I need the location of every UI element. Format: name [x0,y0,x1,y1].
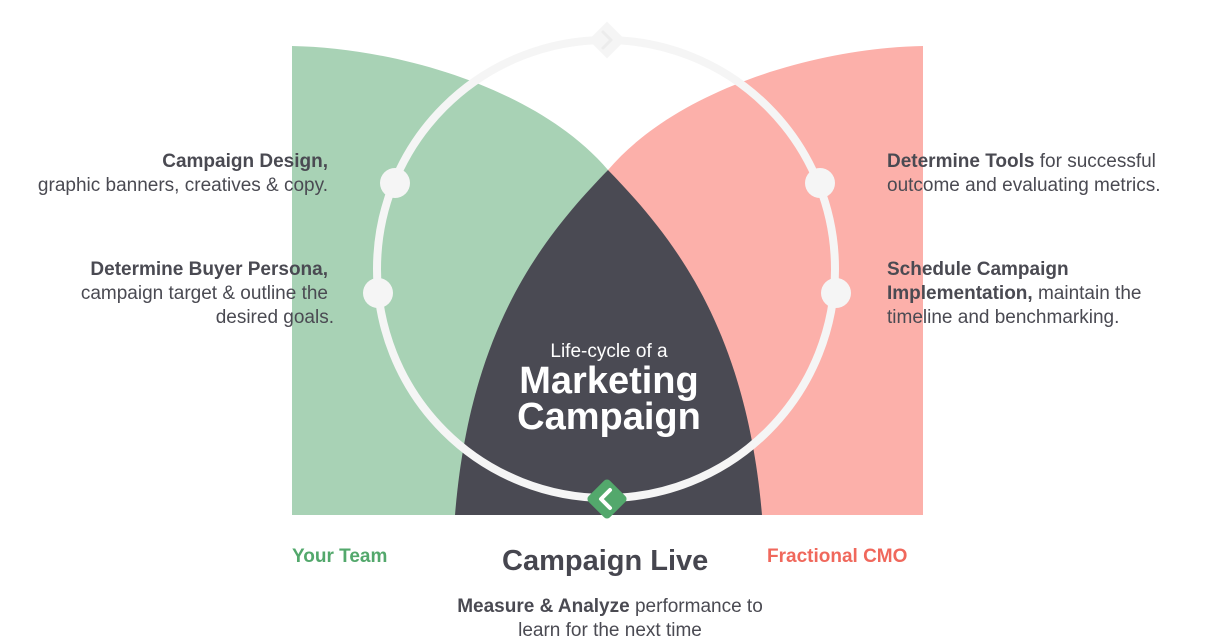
measure-description-2: learn for the next time [518,620,702,641]
step-description: maintain the [1032,283,1142,304]
chevron-left-icon [587,479,627,519]
step-dot-determine-tools [805,168,835,198]
step-schedule-implementation: Schedule Campaign Implementation, mainta… [887,258,1217,330]
measure-description: performance to [629,596,763,617]
step-dot-schedule [821,278,851,308]
overlap-shape [455,170,762,515]
step-dot-buyer-persona [363,278,393,308]
chevron-right-icon [588,21,626,59]
center-title-line-2: Campaign [517,396,701,438]
center-title: Marketing Campaign [480,360,738,438]
step-description: for successful [1034,151,1156,172]
campaign-live-label: Campaign Live [502,545,709,577]
measure-analyze-text: Measure & Analyze performance to learn f… [410,595,810,643]
step-description: campaign target & outline the [80,283,328,304]
step-determine-tools: Determine Tools for successful outcome a… [887,150,1217,198]
center-title-line-1: Marketing [519,360,699,402]
fractional-cmo-label: Fractional CMO [767,546,908,567]
step-description-2: timeline and benchmarking. [887,307,1120,328]
step-title-2: Implementation, [887,283,1033,304]
step-title: Determine Buyer Persona, [90,259,328,280]
team-petal [292,46,608,515]
your-team-label: Your Team [292,546,388,567]
step-description: graphic banners, creatives & copy. [37,175,328,196]
step-campaign-design: Campaign Design, graphic banners, creati… [0,150,328,198]
center-subtitle: Life-cycle of a [550,341,668,362]
step-dot-campaign-design [380,168,410,198]
step-description-2: desired goals. [215,307,334,328]
measure-title: Measure & Analyze [457,596,630,617]
step-buyer-persona: Determine Buyer Persona, campaign target… [0,258,334,330]
cmo-petal [608,46,923,515]
step-title: Determine Tools [887,151,1035,172]
step-description-2: outcome and evaluating metrics. [887,175,1161,196]
step-title: Schedule Campaign [887,259,1069,280]
step-title: Campaign Design, [162,151,328,172]
